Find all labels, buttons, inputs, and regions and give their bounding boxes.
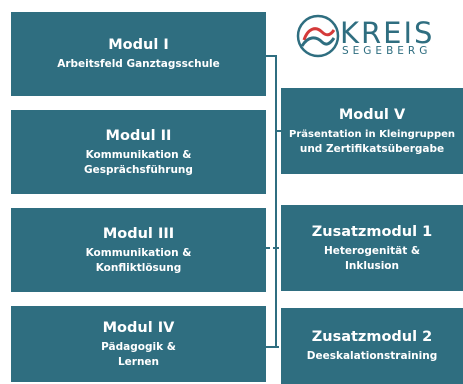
- module-1-box: Modul I Arbeitsfeld Ganztagsschule: [11, 12, 266, 96]
- logo-emblem-icon: [296, 14, 340, 58]
- module-4-title: Modul IV: [102, 319, 175, 336]
- module-1-line-1: Arbeitsfeld Ganztagsschule: [57, 58, 220, 70]
- dashed-connector-zusatz-2: [255, 346, 279, 348]
- connector-vertical: [275, 55, 277, 348]
- zusatzmodul-1-line-2: Inklusion: [345, 259, 399, 272]
- module-3-box: Modul III Kommunikation & Konfliktlösung: [11, 208, 266, 292]
- zusatzmodul-1-box: Zusatzmodul 1 Heterogenität & Inklusion: [281, 205, 463, 291]
- zusatzmodul-2-line-1: Deeskalationstraining: [306, 350, 438, 362]
- module-3-title: Modul III: [102, 225, 175, 242]
- zusatzmodul-1-line-1: Heterogenität &: [323, 244, 421, 257]
- module-4-box: Modul IV Pädagogik & Lernen: [11, 306, 266, 382]
- logo-word: KREIS: [340, 16, 435, 50]
- module-5-title: Modul V: [338, 106, 406, 123]
- module-2-box: Modul II Kommunikation & Gesprächsführun…: [11, 110, 266, 194]
- zusatzmodul-2-box: Zusatzmodul 2 Deeskalationstraining: [281, 308, 463, 384]
- module-3-line-1: Kommunikation &: [85, 246, 192, 259]
- module-5-line-1: Präsentation in Kleingruppen: [288, 128, 456, 140]
- zusatzmodul-1-title: Zusatzmodul 1: [311, 223, 433, 240]
- module-2-title: Modul II: [105, 127, 172, 144]
- module-5-box: Modul V Präsentation in Kleingruppen und…: [281, 88, 463, 174]
- zusatzmodul-2-title: Zusatzmodul 2: [311, 329, 433, 345]
- dashed-connector-zusatz-1: [255, 247, 279, 249]
- connector-top: [266, 55, 277, 57]
- module-2-line-1: Kommunikation &: [85, 148, 192, 161]
- kreis-segeberg-logo: KREIS SEGEBERG: [296, 10, 463, 60]
- module-1-title: Modul I: [108, 37, 169, 53]
- logo-subword: SEGEBERG: [342, 45, 432, 57]
- module-4-line-1: Pädagogik &: [101, 340, 176, 353]
- module-5-line-2: und Zertifikatsübergabe: [299, 142, 445, 155]
- connector-to-modul-v: [275, 130, 281, 132]
- module-3-line-2: Konfliktlösung: [95, 261, 182, 274]
- module-2-line-2: Gesprächsführung: [84, 163, 193, 176]
- module-4-line-2: Lernen: [117, 355, 160, 368]
